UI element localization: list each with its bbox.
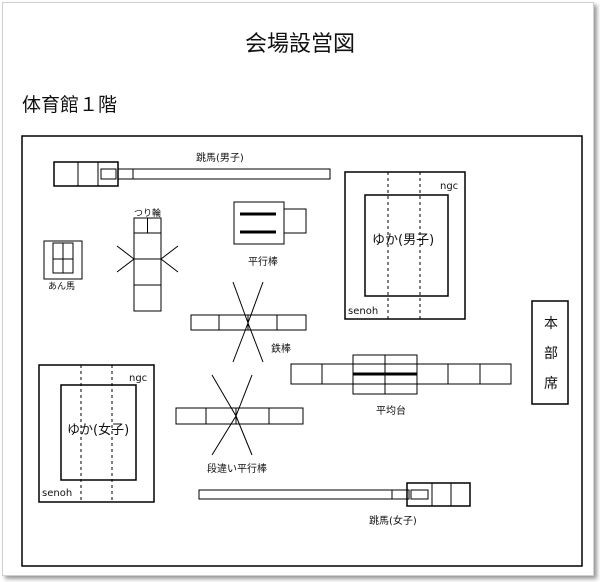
floor-men [344, 171, 466, 320]
label-senoh-women: senoh [42, 488, 72, 499]
uneven-bars [175, 374, 304, 456]
label-floor-men: ゆか(男子) [372, 233, 434, 248]
balance-beam [290, 354, 512, 395]
label-high-bar: 鉄棒 [271, 342, 291, 355]
parallel-bars [233, 201, 307, 245]
label-rings: つり輪 [134, 207, 161, 219]
gym-boundary [21, 135, 583, 567]
high-bar [190, 281, 307, 363]
label-vault-men: 跳馬(男子) [196, 151, 244, 164]
label-hq-1: 本 [544, 316, 558, 332]
label-parallel-bars: 平行棒 [248, 255, 278, 268]
label-hq-2: 部 [544, 346, 558, 362]
floor-women [38, 364, 155, 503]
label-senoh-men: senoh [348, 306, 378, 317]
pommel-horse [43, 240, 83, 280]
page-title: 会場設営図 [244, 32, 355, 57]
label-balance-beam: 平均台 [376, 404, 406, 417]
rings [116, 217, 179, 312]
vault-men [53, 161, 331, 187]
floor-label: 体育館１階 [22, 94, 118, 116]
label-ngc-men: ngc [440, 181, 458, 192]
label-hq-3: 席 [544, 376, 558, 392]
vault-women [198, 482, 471, 507]
label-uneven-bars: 段違い平行棒 [207, 462, 267, 475]
label-pommel-horse: あん馬 [48, 281, 75, 292]
hq-seat-box [531, 300, 569, 405]
label-vault-women: 跳馬(女子) [369, 514, 417, 527]
label-ngc-women: ngc [129, 373, 147, 384]
label-floor-women: ゆか(女子) [67, 422, 129, 438]
